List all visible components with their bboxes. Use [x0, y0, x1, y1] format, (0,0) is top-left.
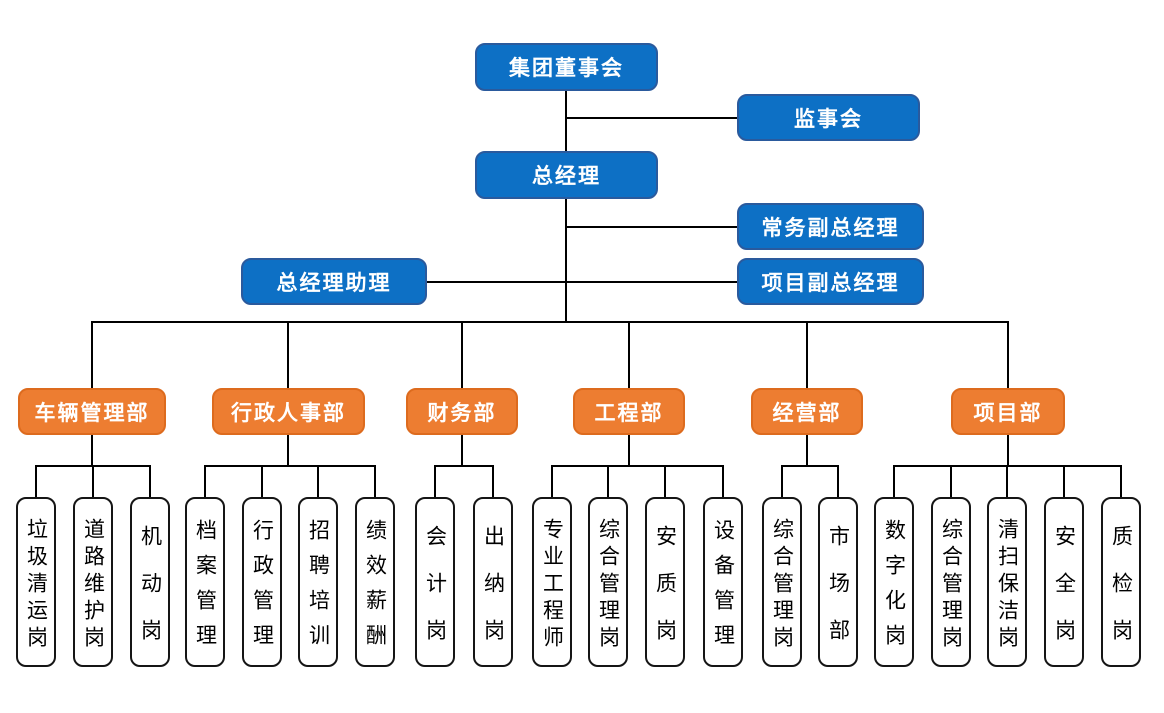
connector-line: [1007, 435, 1009, 466]
connector-line: [837, 465, 839, 497]
connector-line: [1120, 465, 1122, 497]
position-label: 道路维护岗: [81, 517, 106, 653]
position-equipment-management: 设备管理: [703, 497, 743, 667]
position-label: 招聘培训: [306, 519, 331, 659]
connector-line: [565, 199, 567, 322]
position-label: 行政管理: [250, 519, 275, 659]
position-label: 数字化岗: [882, 519, 907, 659]
connector-line: [664, 465, 666, 497]
position-safety-quality: 安质岗: [645, 497, 685, 667]
connector-line: [205, 465, 375, 467]
position-label: 安全岗: [1052, 524, 1077, 666]
connector-line: [35, 465, 37, 497]
connector-line: [607, 465, 609, 497]
position-accountant: 会计岗: [415, 497, 455, 667]
position-label: 综合管理岗: [770, 517, 795, 653]
connector-line: [91, 321, 93, 389]
connector-line: [91, 435, 93, 466]
connector-line: [435, 465, 493, 467]
position-road-maintenance: 道路维护岗: [73, 497, 113, 667]
connector-line: [1006, 465, 1008, 497]
position-label: 垃圾清运岗: [24, 517, 49, 653]
node-board-of-directors: 集团董事会: [475, 43, 658, 91]
position-quality-inspection: 质检岗: [1101, 497, 1141, 667]
connector-line: [287, 435, 289, 466]
connector-line: [261, 465, 263, 497]
position-label: 安质岗: [653, 524, 678, 666]
connector-line: [551, 465, 553, 497]
position-general-management-ops: 综合管理岗: [762, 497, 802, 667]
position-label: 综合管理岗: [596, 517, 621, 653]
position-label: 综合管理岗: [939, 517, 964, 653]
position-label: 绩效薪酬: [363, 519, 388, 659]
connector-line: [722, 465, 724, 497]
position-professional-engineer: 专业工程师: [532, 497, 572, 667]
connector-line: [565, 91, 567, 151]
position-label: 会计岗: [423, 524, 448, 666]
connector-line: [950, 465, 952, 497]
position-garbage-collection: 垃圾清运岗: [16, 497, 56, 667]
connector-line: [782, 465, 838, 467]
position-recruit-training: 招聘培训: [298, 497, 338, 667]
connector-line: [434, 465, 436, 497]
position-safety: 安全岗: [1044, 497, 1084, 667]
position-label: 专业工程师: [540, 517, 565, 653]
position-general-management-eng: 综合管理岗: [588, 497, 628, 667]
connector-line: [287, 321, 289, 389]
position-performance-payroll: 绩效薪酬: [355, 497, 395, 667]
connector-line: [492, 465, 494, 497]
connector-line: [781, 465, 783, 497]
node-project-deputy-gm: 项目副总经理: [737, 258, 924, 305]
connector-line: [1063, 465, 1065, 497]
dept-admin-hr: 行政人事部: [212, 388, 365, 435]
connector-line: [461, 435, 463, 466]
position-general-management-proj: 综合管理岗: [931, 497, 971, 667]
node-executive-deputy-gm: 常务副总经理: [737, 203, 924, 250]
position-label: 出纳岗: [481, 524, 506, 666]
connector-line: [566, 226, 737, 228]
node-general-manager: 总经理: [475, 151, 658, 199]
connector-line: [427, 281, 737, 283]
connector-line: [628, 435, 630, 466]
connector-line: [566, 117, 737, 119]
dept-finance: 财务部: [406, 388, 518, 435]
dept-engineering: 工程部: [573, 388, 685, 435]
connector-line: [1007, 321, 1009, 389]
dept-operations: 经营部: [751, 388, 863, 435]
position-label: 设备管理: [711, 519, 736, 659]
dept-project: 项目部: [951, 388, 1065, 435]
position-market-department: 市场部: [818, 497, 858, 667]
connector-line: [91, 321, 1009, 323]
position-digitalization: 数字化岗: [874, 497, 914, 667]
connector-line: [552, 465, 723, 467]
position-cashier: 出纳岗: [473, 497, 513, 667]
connector-line: [628, 321, 630, 389]
position-mobile-duty: 机动岗: [130, 497, 170, 667]
node-gm-assistant: 总经理助理: [241, 258, 427, 305]
connector-line: [806, 321, 808, 389]
position-label: 档案管理: [193, 519, 218, 659]
connector-line: [149, 465, 151, 497]
connector-line: [92, 465, 94, 497]
position-label: 市场部: [826, 524, 851, 666]
connector-line: [317, 465, 319, 497]
connector-line: [806, 435, 808, 466]
position-label: 清扫保洁岗: [995, 517, 1020, 653]
position-label: 机动岗: [138, 524, 163, 666]
position-street-cleaning: 清扫保洁岗: [987, 497, 1027, 667]
position-admin-management: 行政管理: [242, 497, 282, 667]
connector-line: [374, 465, 376, 497]
node-supervisory-board: 监事会: [737, 94, 920, 141]
position-label: 质检岗: [1109, 524, 1134, 666]
dept-vehicle-management: 车辆管理部: [18, 388, 166, 435]
connector-line: [893, 465, 895, 497]
connector-line: [461, 321, 463, 389]
connector-line: [204, 465, 206, 497]
position-archive-management: 档案管理: [185, 497, 225, 667]
